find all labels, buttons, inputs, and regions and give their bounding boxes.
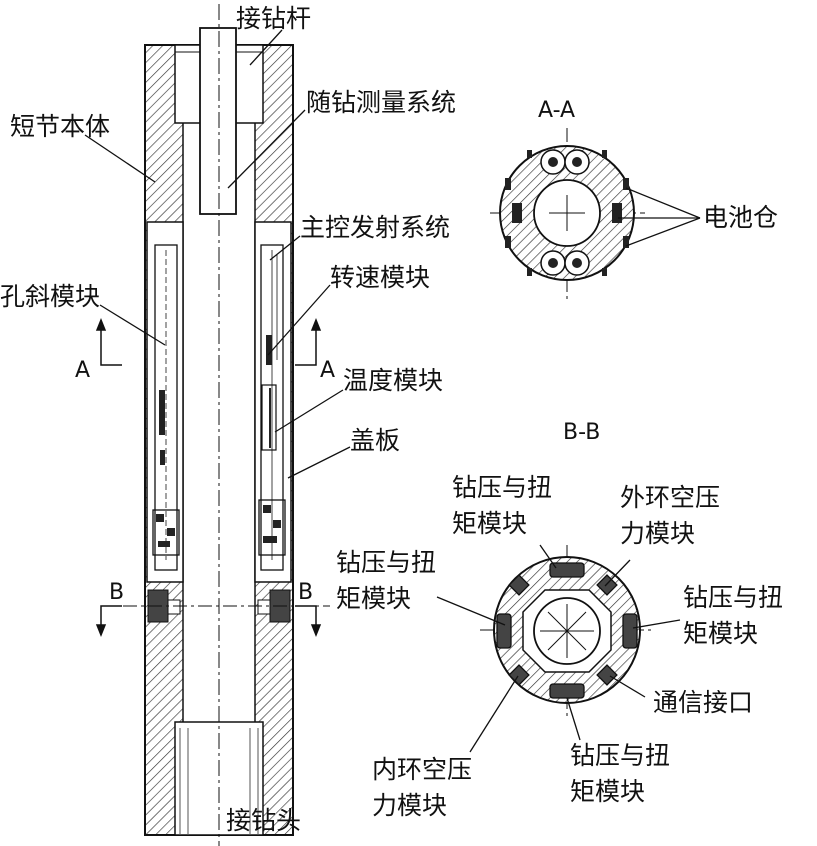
label-cover-plate: 盖板 [350,426,401,455]
label-comm-port: 通信接口 [653,688,754,717]
left-module-pocket [146,221,184,623]
wob-top-l1: 钻压与扭 [452,473,553,502]
wob-bottom-l2: 矩模块 [570,777,646,806]
leader-lines [84,29,351,479]
label-wob-torque-left: 钻压与扭矩模块 [336,545,446,617]
label-mwd-system: 随钻测量系统 [306,88,457,117]
inner-l2: 力模块 [372,791,448,820]
label-drill-bit: 接钻头 [226,806,302,835]
label-wob-torque-right: 钻压与扭矩模块 [683,580,793,652]
label-outer-annulus: 外环空压力模块 [620,480,730,552]
section-mark-b-right: B [298,580,314,605]
section-mark-a-left: A [75,358,91,383]
label-sub-body: 短节本体 [10,112,111,141]
drill-rod [199,27,237,215]
section-aa-title: A-A [538,98,576,123]
label-temperature-module: 温度模块 [343,366,444,395]
outer-l1: 外环空压 [620,483,721,512]
section-bb-title: B-B [563,420,601,445]
inner-l1: 内环空压 [372,755,473,784]
label-drill-rod: 接钻杆 [236,4,312,33]
right-module-pocket [254,221,292,623]
bb-leaders [436,544,681,753]
wob-right-l1: 钻压与扭 [683,583,784,612]
section-bb [436,544,681,753]
label-battery: 电池仓 [703,203,779,232]
section-markers [95,317,330,638]
outer-l2: 力模块 [620,519,696,548]
label-wob-torque-top: 钻压与扭矩模块 [452,470,562,542]
section-aa [490,128,701,300]
battery-leaders [618,187,701,247]
label-speed-module: 转速模块 [330,263,431,292]
wob-bottom-l1: 钻压与扭 [570,741,671,770]
wob-right-l2: 矩模块 [683,619,759,648]
wob-left-l1: 钻压与扭 [336,548,437,577]
label-inner-annulus: 内环空压力模块 [372,752,482,824]
label-main-control: 主控发射系统 [300,213,451,242]
wob-top-l2: 矩模块 [452,509,528,538]
label-inclination-module: 孔斜模块 [0,282,101,311]
section-mark-a-right: A [320,358,336,383]
label-wob-torque-bottom: 钻压与扭矩模块 [570,738,680,810]
section-mark-b-left: B [109,580,125,605]
wob-left-l2: 矩模块 [336,584,412,613]
